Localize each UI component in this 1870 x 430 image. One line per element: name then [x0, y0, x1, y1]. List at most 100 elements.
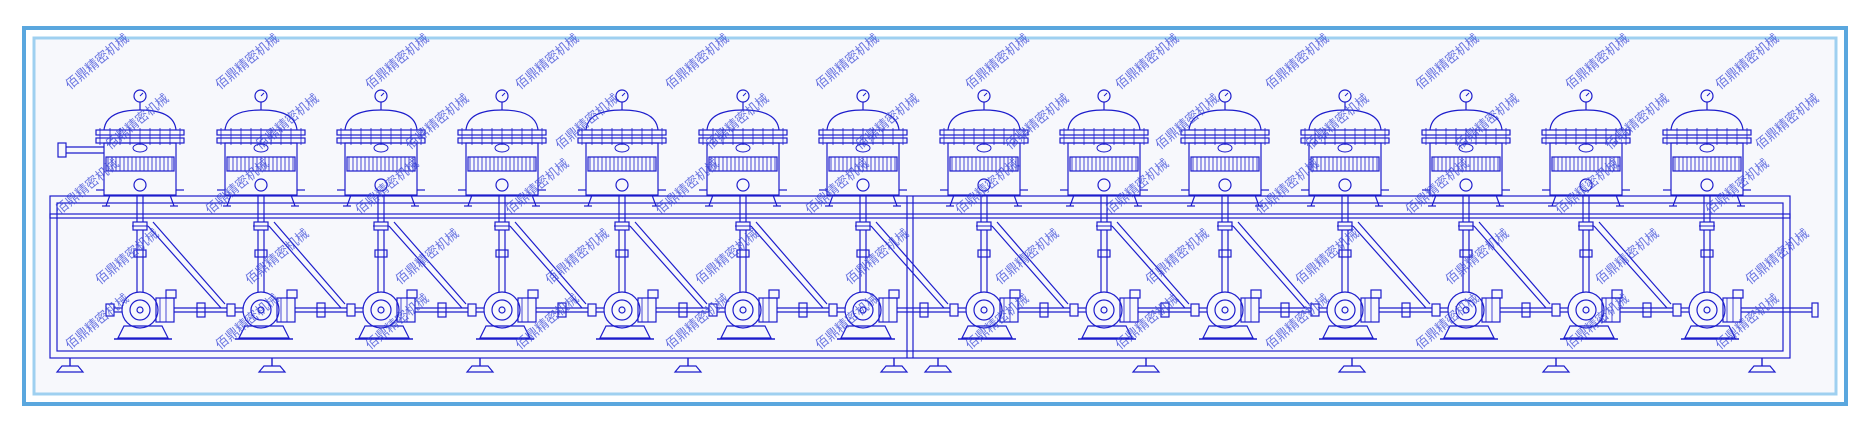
- leveling-foot-icon: [879, 358, 909, 373]
- system-inlet: [57, 142, 104, 158]
- header-flange: [557, 302, 567, 318]
- pump-shaft: [980, 306, 988, 314]
- header-flange: [1521, 302, 1531, 318]
- pump-icon: [587, 289, 659, 340]
- gauge-needle: [1103, 92, 1108, 97]
- valve-icon: [133, 249, 147, 258]
- valve-icon: [1338, 249, 1352, 258]
- pump-motor: [1360, 297, 1380, 323]
- pump-shaft: [498, 306, 506, 314]
- pressure-gauge-icon: [133, 89, 147, 110]
- pump-motor: [155, 297, 175, 323]
- pump-volute: [1206, 291, 1244, 329]
- filter-dome: [103, 109, 177, 131]
- filter-housing-icon: [1188, 142, 1262, 196]
- junction-box: [1250, 289, 1262, 299]
- valve-icon: [1218, 249, 1232, 258]
- valve-icon: [977, 249, 991, 258]
- sight-glass: [1218, 178, 1232, 192]
- foot-pad: [1747, 365, 1777, 373]
- pump-volute: [965, 291, 1003, 329]
- filter-dome: [1188, 109, 1262, 131]
- foot-pad: [1337, 365, 1367, 373]
- housing-leg: [828, 194, 834, 207]
- filter-unit: [457, 89, 547, 231]
- leveling-foot-icon: [1541, 358, 1571, 373]
- valve-icon: [1337, 221, 1353, 231]
- valve-icon: [976, 221, 992, 231]
- valve-icon: [254, 249, 268, 258]
- filter-unit: [818, 89, 908, 231]
- gauge-needle: [260, 92, 265, 97]
- sight-glass: [1459, 178, 1473, 192]
- filter-unit: [698, 89, 788, 231]
- sight-glass: [133, 178, 147, 192]
- pump-inlet-flange: [467, 303, 477, 317]
- diagonal-pipe-b: [273, 221, 346, 305]
- pump-motor: [396, 297, 416, 323]
- pump-volute: [362, 291, 400, 329]
- diagonal-pipe-b: [1357, 221, 1431, 305]
- housing-leg: [1310, 194, 1316, 207]
- diagonal-pipe: [268, 221, 347, 318]
- pump-impeller: [1696, 299, 1718, 321]
- filter-unit: [1059, 89, 1149, 231]
- foot-pad: [465, 365, 495, 373]
- housing-leg: [1615, 194, 1621, 207]
- pump-inlet-flange: [346, 303, 356, 317]
- inlet-flange: [57, 142, 67, 158]
- filter-to-pump-pipe: [977, 230, 991, 292]
- housing-leg: [1495, 194, 1501, 207]
- gauge-needle: [1465, 92, 1470, 97]
- gauge-needle: [380, 92, 385, 97]
- diagonal-pipe: [147, 221, 227, 318]
- diagonal-pipe-b: [996, 221, 1069, 305]
- gauge-needle: [501, 92, 506, 97]
- housing-leg: [346, 194, 352, 207]
- valve-icon: [1096, 221, 1112, 231]
- valve-icon: [253, 221, 269, 231]
- header-flange: [316, 302, 326, 318]
- pump-impeller: [370, 299, 392, 321]
- filter-unit: [1662, 89, 1752, 231]
- sight-glass: [1579, 178, 1593, 192]
- lid-handwheel-icon: [1096, 143, 1112, 153]
- valve-body: [133, 249, 147, 258]
- valve-icon: [735, 221, 751, 231]
- valve-icon: [495, 249, 509, 258]
- filter-to-pump-pipe: [1700, 230, 1714, 292]
- filter-housing-icon: [103, 142, 177, 196]
- lid-handwheel-icon: [976, 143, 992, 153]
- housing-leg: [708, 194, 714, 207]
- housing-leg: [169, 194, 175, 207]
- header-flange: [437, 302, 447, 318]
- pump-motor: [999, 297, 1019, 323]
- valve-icon: [373, 221, 389, 231]
- junction-box: [647, 289, 659, 299]
- skid-feet: [55, 358, 1777, 373]
- pump-icon: [1310, 289, 1382, 340]
- filter-to-pump-pipe: [254, 230, 268, 292]
- valve-body: [1579, 249, 1593, 258]
- filter-unit: [1541, 89, 1631, 231]
- filter-housing-icon: [947, 142, 1021, 196]
- pressure-gauge-icon: [615, 89, 629, 110]
- lid-handwheel-icon: [373, 143, 389, 153]
- filter-to-pump-pipe: [495, 230, 509, 292]
- housing-leg: [772, 194, 778, 207]
- filter-unit: [216, 89, 306, 231]
- housing-leg: [1133, 194, 1139, 207]
- leveling-foot-icon: [1131, 358, 1161, 373]
- filter-housing-icon: [585, 142, 659, 196]
- pump-motor: [1119, 297, 1139, 323]
- header-flange: [196, 302, 206, 318]
- filter-housing-icon: [706, 142, 780, 196]
- pump-base: [840, 325, 892, 339]
- skid-frame: [49, 195, 1791, 359]
- pump-motor: [1481, 297, 1501, 323]
- lid-handwheel-icon: [1337, 143, 1353, 153]
- filter-unit: [939, 89, 1029, 231]
- pump-base: [1563, 325, 1615, 339]
- filter-to-pump-pipe: [133, 230, 147, 292]
- leveling-foot-icon: [923, 358, 953, 373]
